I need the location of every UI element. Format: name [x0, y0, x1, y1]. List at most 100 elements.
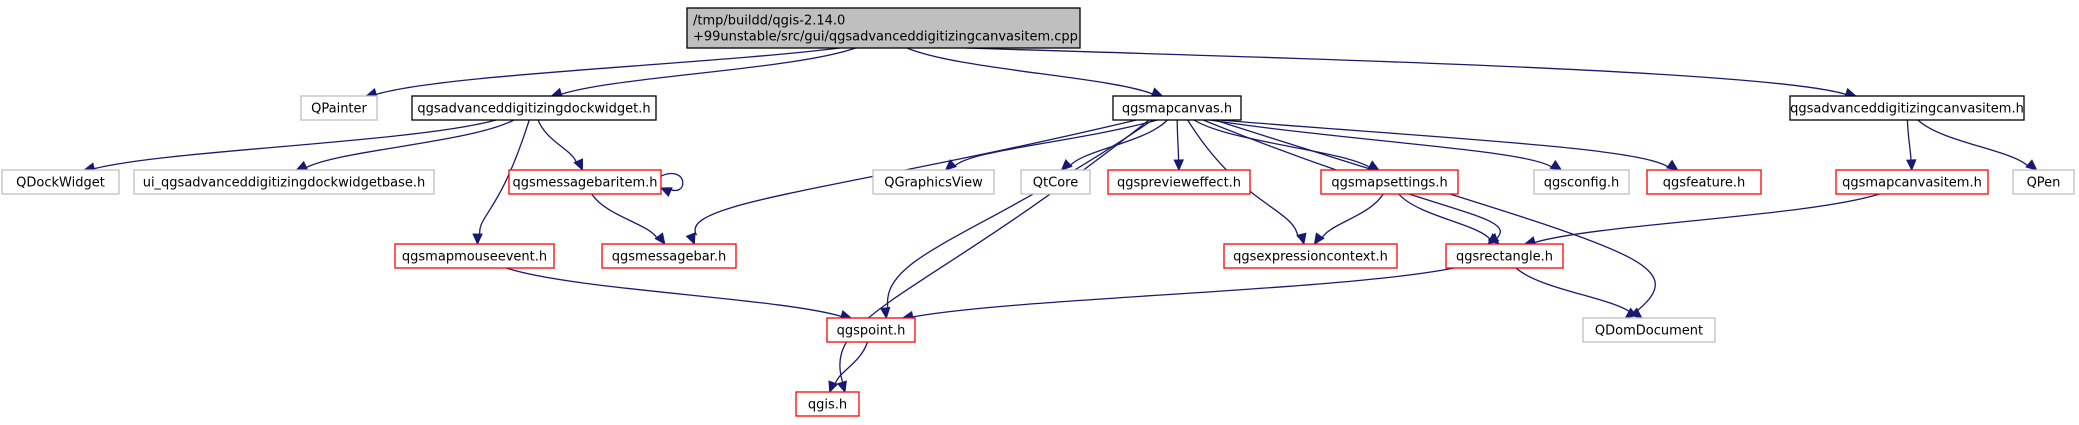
node-box: [1646, 169, 1762, 195]
edge-mapcanvas_h-to-qtcore: [1060, 119, 1168, 171]
edge-rectangle-to-qgspoint: [901, 267, 1454, 322]
node-label: /tmp/buildd/qgis-2.14.0: [693, 14, 845, 29]
node-box: [1533, 169, 1630, 195]
edge-mapcanvas_h-to-qgspoint: [879, 119, 1153, 320]
edge-line: [537, 119, 578, 164]
edge-arrowhead: [573, 158, 584, 172]
node-label: qgsrectangle.h: [1456, 250, 1553, 265]
nodes-layer: /tmp/buildd/qgis-2.14.0+99unstable/src/g…: [1, 7, 2075, 417]
edge-line: [479, 119, 530, 236]
node-label: qgis.h: [808, 398, 847, 413]
edge-arrowhead: [1060, 158, 1073, 171]
edge-mapcanvas_h-to-qgsfeature: [1219, 119, 1679, 171]
node-qgis[interactable]: qgis.h: [795, 391, 860, 417]
edge-line: [92, 119, 497, 170]
node-box: [1789, 95, 2025, 121]
node-qtcore[interactable]: QtCore: [1020, 169, 1091, 195]
node-box: [411, 95, 657, 121]
edge-mapcanvas_h-to-exprcontext: [1187, 119, 1307, 246]
edge-line: [1917, 119, 2029, 167]
node-box: [1445, 243, 1564, 269]
node-label: qgsmessagebar.h: [612, 250, 726, 265]
edge-line: [965, 47, 1848, 96]
node-dockwidget_h[interactable]: qgsadvanceddigitizingdockwidget.h: [411, 95, 657, 121]
node-qgsconfig[interactable]: qgsconfig.h: [1533, 169, 1630, 195]
edge-line: [1398, 193, 1492, 241]
edge-arrowhead: [879, 307, 891, 320]
edge-mapsettings-to-exprcontext: [1313, 193, 1384, 246]
node-label: qgsexpressioncontext.h: [1233, 250, 1388, 265]
edge-msgbaritem-to-msgbar: [591, 193, 666, 245]
edge-line: [1202, 119, 1501, 240]
edge-arrowhead: [1173, 159, 1184, 172]
edge-mapcanvasitem-to-rectangle: [1523, 193, 1880, 247]
node-qdomdocument[interactable]: QDomDocument: [1582, 317, 1716, 343]
node-label: QGraphicsView: [884, 176, 983, 191]
edge-canvasitem_h-to-qpen: [1917, 119, 2038, 171]
node-msgbar[interactable]: qgsmessagebar.h: [601, 243, 737, 269]
edge-dockwidget_h-to-msgbaritem: [537, 119, 584, 172]
node-mapcanvasitem[interactable]: qgsmapcanvasitem.h: [1835, 169, 1989, 195]
node-canvasitem_h[interactable]: qgsadvanceddigitizingcanvasitem.h: [1789, 95, 2025, 121]
edge-line: [660, 173, 684, 191]
node-box: [872, 169, 995, 195]
node-label: qgsconfig.h: [1544, 176, 1619, 191]
node-label: qgsfeature.h: [1663, 176, 1746, 191]
edge-line: [1515, 267, 1634, 316]
edge-line: [1214, 119, 1656, 315]
node-label: qgsadvanceddigitizingdockwidget.h: [417, 102, 650, 117]
edge-line: [886, 119, 1153, 310]
edge-arrowhead: [654, 232, 666, 245]
node-ui_dockbase[interactable]: ui_qgsadvanceddigitizingdockwidgetbase.h: [133, 169, 435, 195]
edge-line: [1069, 119, 1168, 167]
node-mapsettings[interactable]: qgsmapsettings.h: [1320, 169, 1459, 195]
edge-canvasitem_h-to-mapcanvasitem: [1906, 119, 1917, 172]
node-box: [1320, 169, 1459, 195]
node-box: [300, 95, 378, 121]
node-label: ui_qgsadvanceddigitizingdockwidgetbase.h: [143, 176, 426, 191]
node-label: QPen: [2027, 176, 2061, 191]
node-label: qgsmapsettings.h: [1331, 176, 1447, 191]
edge-mapcanvas_h-to-qgis: [836, 119, 1150, 394]
node-exprcontext[interactable]: qgsexpressioncontext.h: [1223, 243, 1398, 269]
edge-msgbaritem-to-msgbaritem: [659, 173, 684, 197]
node-label: qgsadvanceddigitizingcanvasitem.h: [1790, 102, 2024, 117]
edge-mapcanvas_h-to-previeweffect: [1173, 119, 1184, 172]
edge-arrowhead: [944, 159, 958, 171]
node-mapmouseevent[interactable]: qgsmapmouseevent.h: [394, 243, 555, 269]
node-box: [1107, 169, 1251, 195]
edge-mapcanvas_h-to-qgsconfig: [1209, 119, 1563, 171]
node-root[interactable]: /tmp/buildd/qgis-2.14.0+99unstable/src/g…: [686, 7, 1081, 49]
node-box: [133, 169, 435, 195]
node-msgbaritem[interactable]: qgsmessagebaritem.h: [508, 169, 662, 195]
node-box: [1582, 317, 1716, 343]
node-qdockwidget[interactable]: QDockWidget: [1, 169, 120, 195]
node-box: [1, 169, 120, 195]
edge-line: [694, 119, 1137, 236]
edge-mapmouseevent-to-qgspoint: [506, 267, 853, 321]
node-box: [1112, 95, 1242, 121]
edge-arrowhead: [2025, 159, 2038, 171]
node-box: [1223, 243, 1398, 269]
node-box: [1020, 169, 1091, 195]
node-qpen[interactable]: QPen: [2012, 169, 2075, 195]
edge-line: [906, 47, 1154, 95]
node-box: [601, 243, 737, 269]
edge-line: [1321, 193, 1384, 240]
node-label: qgspreviewеffect.h: [1117, 176, 1241, 191]
node-mapcanvas_h[interactable]: qgsmapcanvas.h: [1112, 95, 1242, 121]
node-previeweffect[interactable]: qgspreviewеffect.h: [1107, 169, 1251, 195]
node-qpainter[interactable]: QPainter: [300, 95, 378, 121]
node-label: +99unstable/src/gui/qgsadvanceddigitizin…: [693, 30, 1078, 45]
edge-arrowhead: [1630, 307, 1643, 319]
node-rectangle[interactable]: qgsrectangle.h: [1445, 243, 1564, 269]
node-qgraphicsview[interactable]: QGraphicsView: [872, 169, 995, 195]
edge-arrowhead: [1549, 159, 1563, 171]
edge-line: [506, 267, 843, 318]
node-qgsfeature[interactable]: qgsfeature.h: [1646, 169, 1762, 195]
node-qgspoint[interactable]: qgspoint.h: [826, 317, 916, 343]
edge-arrowhead: [1487, 232, 1500, 245]
edge-arrowhead: [1313, 232, 1325, 246]
node-box: [795, 391, 860, 417]
